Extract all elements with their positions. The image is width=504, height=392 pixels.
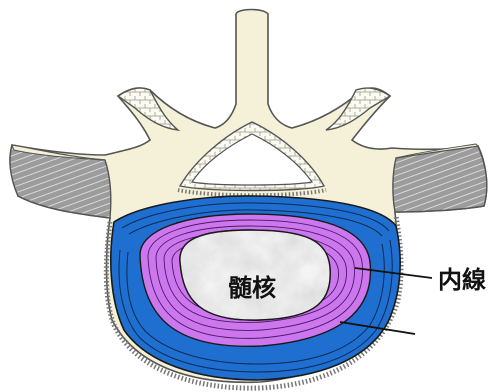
inner-annulus-label: 内線	[438, 266, 486, 294]
nucleus-label: 髄核	[228, 274, 276, 302]
